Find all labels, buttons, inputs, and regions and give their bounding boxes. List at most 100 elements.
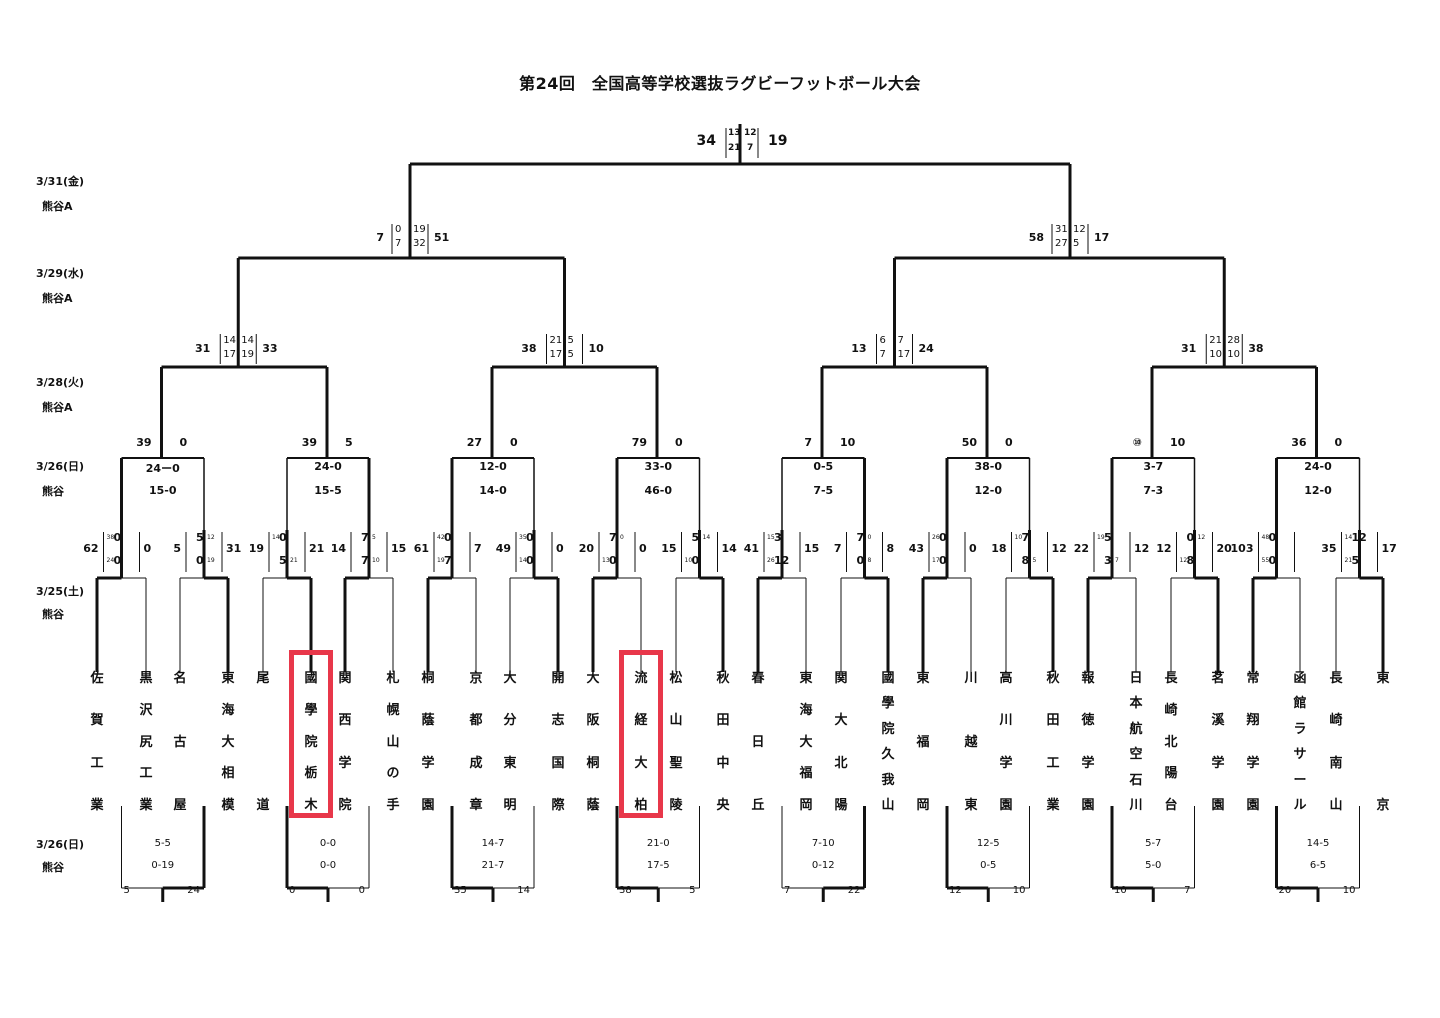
half-score: 21-0	[646, 838, 670, 849]
school-char: 東	[221, 671, 235, 686]
half-score-small: 38	[106, 534, 115, 541]
half-score: 17	[897, 349, 911, 360]
match-total-right: 22	[847, 885, 861, 896]
half-score: 0-0	[319, 860, 337, 871]
half-score: 7	[361, 531, 369, 544]
school-char: 松	[669, 671, 683, 686]
match-total-right: 33	[262, 342, 278, 355]
school-char: 長	[1164, 671, 1178, 686]
match-total-left: 49	[495, 542, 511, 555]
half-score-small: 21	[1344, 557, 1353, 564]
school-char: 成	[469, 755, 483, 771]
school-char: 崎	[1164, 702, 1178, 718]
school-name: 大阪桐蔭	[583, 672, 603, 812]
half-score: 15-0	[148, 484, 177, 497]
school-char: 業	[139, 798, 153, 813]
half-score: 7	[747, 143, 754, 153]
school-name: 関西学院	[335, 672, 355, 812]
match-total-left: 7	[376, 231, 384, 244]
school-char: 大	[586, 671, 600, 686]
match-total-right: 15	[391, 542, 407, 555]
school-char: 東	[916, 671, 930, 686]
school-char: 長	[1329, 671, 1343, 686]
school-char: 福	[799, 766, 813, 782]
school-char: 章	[469, 797, 483, 813]
school-char: 園	[999, 797, 1013, 813]
school-char: 秋	[716, 671, 730, 686]
half-score: 7	[879, 349, 886, 360]
school-char: 桐	[586, 755, 600, 771]
half-score-small: 13	[602, 557, 610, 564]
half-score-small: 10	[1014, 534, 1023, 541]
school-name: 日本航空石川	[1126, 672, 1146, 812]
schedule-venue: 熊谷	[42, 485, 64, 498]
match-total-left: 27	[466, 436, 482, 449]
school-char: 報	[1081, 671, 1095, 686]
match-total-right: 10	[588, 342, 604, 355]
half-score: 0	[1186, 531, 1195, 544]
school-char: 久	[881, 747, 895, 763]
final-total-right: 19	[768, 133, 788, 149]
school-char: 館	[1293, 696, 1307, 712]
half-score-small: 19	[437, 557, 445, 564]
school-char: 蔭	[421, 713, 435, 729]
school-char: 流	[634, 671, 648, 686]
school-name: 川越東	[961, 672, 981, 812]
schedule-venue: 熊谷	[42, 608, 64, 621]
half-score: 0-5	[813, 460, 834, 473]
school-char: 陽	[1164, 766, 1178, 782]
half-score: 12-0	[1304, 484, 1332, 497]
school-char: 南	[1329, 755, 1343, 771]
match-total-left: 7	[804, 436, 812, 449]
school-char: 東	[503, 755, 517, 771]
match-total-left: 35	[1321, 542, 1337, 555]
schedule-venue: 熊谷	[42, 861, 64, 874]
school-char: 大	[503, 671, 517, 686]
school-name: 長崎南山	[1326, 672, 1346, 812]
school-char: 福	[916, 734, 930, 750]
half-score: 10	[1227, 349, 1240, 360]
half-score: 0	[939, 554, 947, 567]
half-score: 12-0	[479, 460, 507, 473]
school-char: 學	[304, 702, 318, 718]
school-name: 関大北陽	[831, 672, 851, 812]
match-total-left: 7	[784, 885, 791, 896]
half-score: 27	[1055, 238, 1068, 249]
school-char: 山	[881, 797, 895, 813]
half-score: 0	[395, 224, 402, 235]
match-total-right: 0	[969, 542, 977, 555]
half-score: 28	[1227, 335, 1240, 346]
school-char: 学	[1211, 755, 1225, 771]
match-total-right: 7	[1184, 885, 1191, 896]
school-char: 日	[1129, 671, 1143, 686]
school-char: 蔭	[586, 797, 600, 813]
half-score-small: 14	[702, 534, 711, 541]
half-score-small: 12	[1197, 534, 1206, 541]
school-char: 札	[386, 671, 400, 686]
match-total-left: 36	[1291, 436, 1307, 449]
half-score: 31	[1055, 224, 1068, 235]
page-title: 第24回 全国高等学校選抜ラグビーフットボール大会	[519, 74, 921, 93]
schedule-date: 3/25(土)	[36, 585, 85, 598]
school-name: 長崎北陽台	[1161, 672, 1181, 812]
school-char: 京	[469, 671, 483, 686]
match-total-right: 0	[1334, 436, 1343, 449]
half-score: 7-10	[811, 838, 835, 849]
match-total-left: 38	[619, 885, 632, 896]
school-name: 報徳学園	[1078, 672, 1098, 812]
half-score-small: 48	[1261, 534, 1270, 541]
half-score: 21	[728, 143, 741, 153]
school-char: 尾	[256, 671, 270, 686]
school-char: 園	[1081, 797, 1095, 813]
school-char: 志	[551, 713, 565, 729]
school-name: 京都成章	[466, 672, 486, 812]
school-char: 佐	[90, 671, 104, 686]
match-total-right: 0	[1005, 436, 1013, 449]
match-total-left: 5	[123, 885, 130, 896]
match-total-right: 12	[1134, 542, 1150, 555]
half-score: 5	[1073, 238, 1080, 249]
half-score: 14-5	[1306, 838, 1330, 849]
match-total-left: 43	[908, 542, 924, 555]
school-char: 桐	[421, 671, 435, 686]
school-char: 山	[1329, 797, 1343, 813]
